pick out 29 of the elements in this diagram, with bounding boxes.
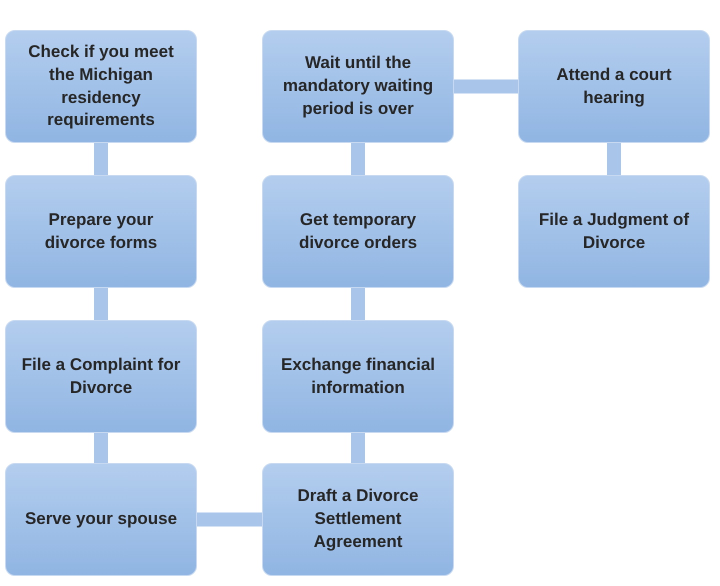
step-label: Wait until the mandatory waiting period is over	[282, 52, 434, 120]
step-label: Get temporary divorce orders	[298, 208, 418, 254]
connector	[94, 288, 108, 320]
step-label: Serve your spouse	[24, 508, 178, 530]
process-step	[262, 320, 454, 433]
process-step	[5, 320, 197, 433]
connector	[94, 433, 108, 463]
step-label: File a Complaint for Divorce	[20, 354, 182, 398]
step-label: Prepare your divorce forms	[44, 208, 158, 254]
step-label: File a Judgment of Divorce	[538, 208, 690, 254]
connector	[454, 80, 518, 94]
process-step	[262, 463, 454, 576]
process-step	[5, 30, 197, 143]
connector	[197, 512, 262, 526]
connector	[351, 288, 365, 320]
process-step	[518, 175, 710, 288]
step-label: Attend a court hearing	[555, 64, 673, 109]
step-label: Exchange financial information	[280, 354, 436, 398]
process-step	[262, 175, 454, 288]
step-label: Check if you meet the Michigan residency requirements	[27, 40, 175, 132]
process-step	[5, 463, 197, 576]
connector	[607, 143, 621, 175]
process-step	[518, 30, 710, 143]
process-step	[5, 175, 197, 288]
connector	[94, 143, 108, 175]
connector	[351, 433, 365, 463]
connector	[351, 143, 365, 175]
step-label: Draft a Divorce Settlement Agreement	[296, 485, 420, 553]
process-step	[262, 30, 454, 143]
